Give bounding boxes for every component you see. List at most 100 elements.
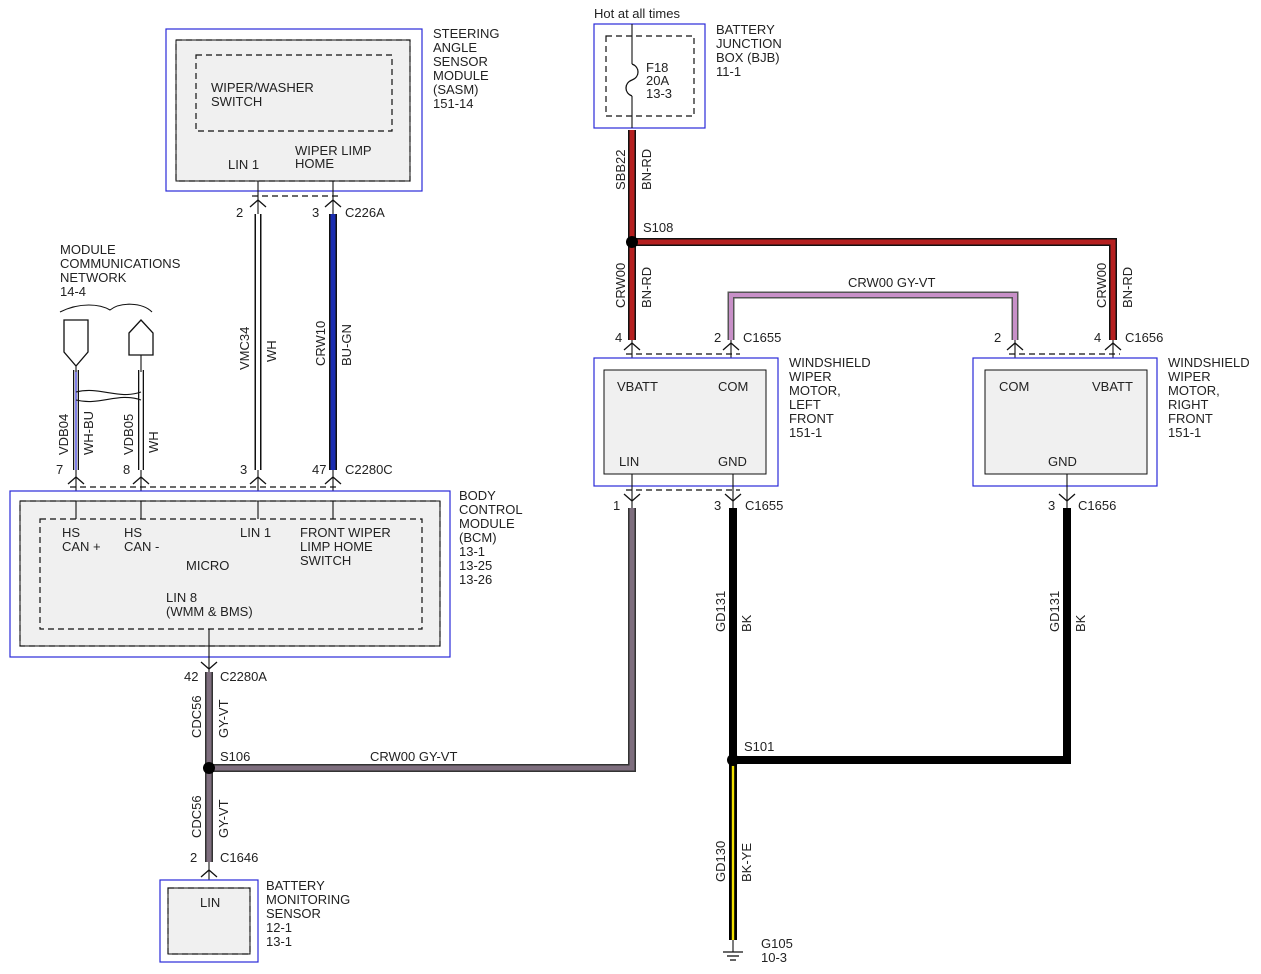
sasm-connector: 2 3 C226A	[236, 181, 385, 220]
pin-wmr-4: 4	[1094, 330, 1101, 345]
bjb-supply: Hot at all times	[594, 6, 680, 21]
wml-com: COM	[718, 379, 748, 394]
connector-c1655-bottom: C1655	[745, 498, 783, 513]
wires	[73, 130, 1117, 940]
connector-c1646: C1646	[220, 850, 258, 865]
label-cdc56-b-color: GY-VT	[216, 799, 231, 838]
wmr-title: WINDSHIELD WIPER MOTOR, RIGHT FRONT 151-…	[1168, 355, 1253, 440]
wmr-connector-top: 2 4 C1656	[994, 330, 1163, 370]
label-crw00-right: CRW00	[1094, 263, 1109, 308]
pin-wml-1: 1	[613, 498, 620, 513]
wml-vbatt: VBATT	[617, 379, 658, 394]
label-vdb04: VDB04	[56, 414, 71, 455]
wire-crw00-right-red	[632, 238, 1117, 340]
splice-s106-label: S106	[220, 749, 250, 764]
pin-bms-2: 2	[190, 850, 197, 865]
bcm-title: BODY CONTROL MODULE (BCM) 13-1 13-25 13-…	[459, 488, 526, 587]
label-vmc34: VMC34	[237, 327, 252, 370]
pin-8: 8	[123, 462, 130, 477]
bms-module: LIN BATTERY MONITORING SENSOR 12-1 13-1	[159, 878, 354, 963]
wmr-connector-bottom: 3 C1656	[1048, 474, 1116, 513]
label-gd131-right: GD131	[1047, 591, 1062, 632]
label-crw00-left-color: BN-RD	[639, 267, 654, 308]
pin-bcm-3: 3	[240, 462, 247, 477]
label-vdb04-color: WH-BU	[81, 411, 96, 455]
label-crw00-top: CRW00 GY-VT	[848, 275, 935, 290]
sasm-pin-lin1: LIN 1	[228, 157, 259, 172]
wml-module: VBATT COM LIN GND WINDSHIELD WIPER MOTOR…	[593, 355, 874, 487]
label-crw00-left: CRW00	[613, 263, 628, 308]
wmr-gnd: GND	[1048, 454, 1077, 469]
splice-s108-label: S108	[643, 220, 673, 235]
fuse-f18: F18 20A 13-3	[646, 60, 672, 101]
connector-c226a: C226A	[345, 205, 385, 220]
label-cdc56-a-color: GY-VT	[216, 699, 231, 738]
fuse-icon	[625, 63, 639, 97]
splice-s101-label: S101	[744, 739, 774, 754]
label-gd130-color: BK-YE	[739, 843, 754, 882]
bcm-lin8: LIN 8(WMM & BMS)	[166, 590, 253, 619]
bms-connector-c1646: 2 C1646	[190, 850, 258, 880]
label-crw10: CRW10	[313, 321, 328, 366]
mcn-title: MODULE COMMUNICATIONS NETWORK 14-4	[60, 242, 184, 299]
bcm-connector-c2280c: 7 8 3 47 C2280C	[56, 462, 393, 518]
label-crw00-bottom: CRW00 GY-VT	[370, 749, 457, 764]
pin-wml-3: 3	[714, 498, 721, 513]
wml-connector-bottom: 1 3 C1655	[613, 474, 783, 513]
pin-sasm-3: 3	[312, 205, 319, 220]
wml-lin: LIN	[619, 454, 639, 469]
wmr-com: COM	[999, 379, 1029, 394]
label-crw10-color: BU-GN	[339, 324, 354, 366]
wmr-module: COM VBATT GND WINDSHIELD WIPER MOTOR, RI…	[972, 355, 1253, 487]
bcm-connector-c2280a: 42 C2280A	[184, 646, 267, 684]
module-communications-network: MODULE COMMUNICATIONS NETWORK 14-4	[59, 242, 184, 372]
ground-icon	[723, 940, 743, 961]
pin-wml-4: 4	[615, 330, 622, 345]
wml-gnd: GND	[718, 454, 747, 469]
wire-crw00-lin	[209, 508, 636, 772]
sasm-title: STEERING ANGLE SENSOR MODULE (SASM) 151-…	[433, 26, 503, 111]
pin-7: 7	[56, 462, 63, 477]
pin-47: 47	[312, 462, 326, 477]
wml-connector-top: 4 2 C1655	[615, 330, 781, 370]
bms-title: BATTERY MONITORING SENSOR 12-1 13-1	[266, 878, 354, 949]
connector-c2280c: C2280C	[345, 462, 393, 477]
pin-sasm-2: 2	[236, 205, 243, 220]
label-sbb22: SBB22	[613, 150, 628, 190]
wmr-vbatt: VBATT	[1092, 379, 1133, 394]
connector-c1655-top: C1655	[743, 330, 781, 345]
label-vdb05-color: WH	[146, 431, 161, 453]
ground-g105: G105 10-3	[761, 936, 796, 965]
twisted-pair-indicator	[75, 389, 142, 403]
connector-c2280a: C2280A	[220, 669, 267, 684]
pin-42: 42	[184, 669, 198, 684]
wire-crw00-com-link	[727, 291, 1019, 340]
label-gd130: GD130	[713, 841, 728, 882]
label-cdc56-a: CDC56	[189, 695, 204, 738]
pin-wmr-2: 2	[994, 330, 1001, 345]
bcm-micro: MICRO	[186, 558, 229, 573]
bms-lin: LIN	[200, 895, 220, 910]
splice-s101	[727, 754, 739, 766]
label-gd131-left-color: BK	[739, 614, 754, 632]
connector-c1656-bottom: C1656	[1078, 498, 1116, 513]
splice-s108	[626, 236, 638, 248]
label-vdb05: VDB05	[121, 414, 136, 455]
label-sbb22-color: BN-RD	[639, 149, 654, 190]
wml-title: WINDSHIELD WIPER MOTOR, LEFT FRONT 151-1	[789, 355, 874, 440]
bcm-lin1: LIN 1	[240, 525, 271, 540]
wire-gd131-right	[733, 508, 1071, 764]
pin-wml-2: 2	[714, 330, 721, 345]
label-gd131-right-color: BK	[1073, 614, 1088, 632]
label-crw00-right-color: BN-RD	[1120, 267, 1135, 308]
bjb-module: Hot at all times F18 20A 13-3 BATTERY JU…	[593, 6, 782, 129]
label-gd131-left: GD131	[713, 591, 728, 632]
